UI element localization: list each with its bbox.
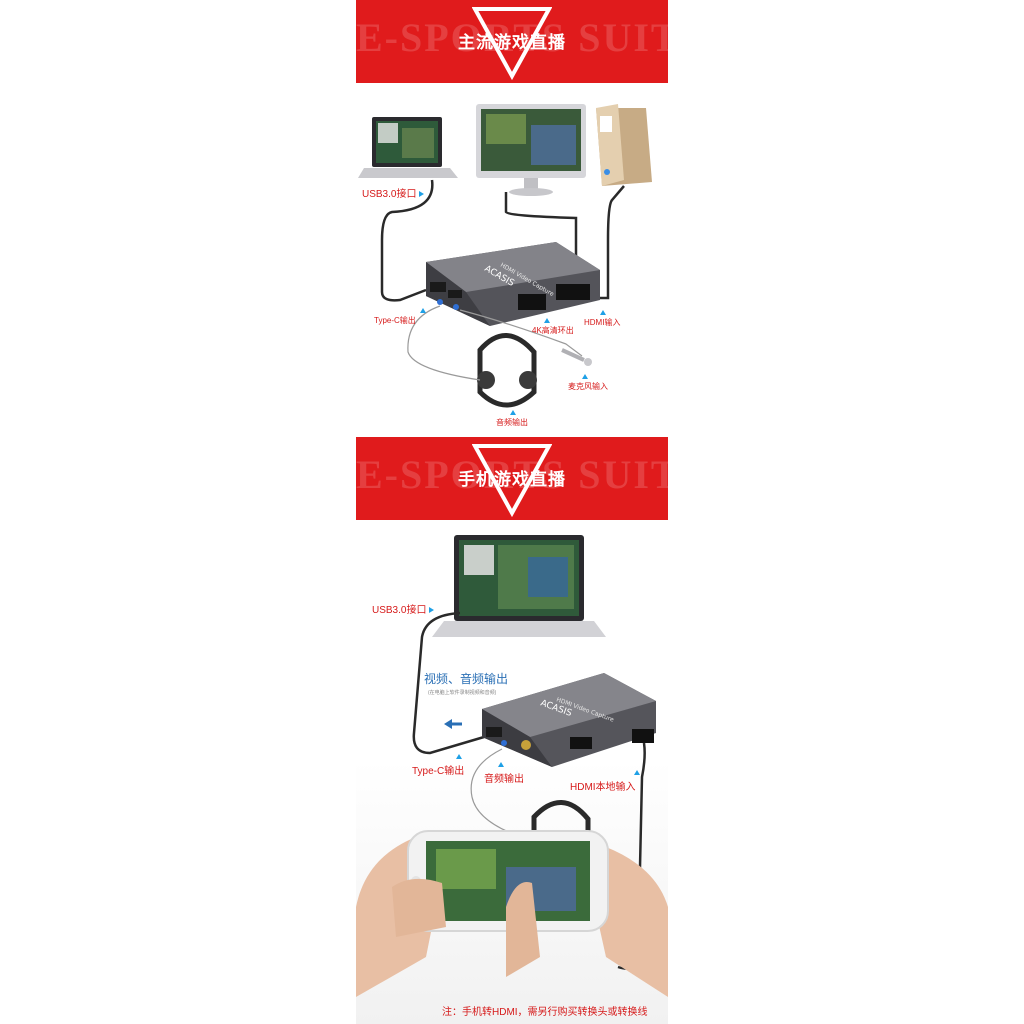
banner-mobile-streaming: E-SPORTS SUITS 手机游戏直播 [356, 437, 668, 520]
pc-setup-illustration: ACASIS HDMI Video Capture [358, 104, 652, 408]
pointer-icon [600, 310, 606, 315]
label-hdmi-local-input: HDMI本地输入 [570, 767, 640, 793]
label-usb3: USB3.0接口 [362, 185, 425, 200]
pointer-icon [498, 762, 504, 767]
banner-triangle-icon [472, 444, 552, 517]
pointer-icon [544, 318, 550, 323]
banner-triangle-icon [472, 7, 552, 80]
pointer-icon [510, 410, 516, 415]
laptop-icon [432, 535, 606, 637]
label-audio-output: 音频输出 [484, 759, 524, 785]
banner-watermark: E-SPORTS SUITS [356, 452, 668, 497]
capture-device: ACASIS HDMI Video Capture [482, 673, 656, 767]
label-4k-loop-out: 4K高清环出 [532, 316, 574, 336]
label-mic-input: 麦克风输入 [568, 372, 608, 392]
banner-title: 手机游戏直播 [458, 470, 566, 489]
headphones-icon [477, 333, 537, 408]
pointer-icon [582, 374, 588, 379]
label-av-output: 视频、音频输出 [424, 672, 509, 686]
banner-watermark: E-SPORTS SUITS [356, 15, 668, 60]
pointer-icon [634, 770, 640, 775]
pointer-icon [419, 191, 425, 198]
label-typec-output: Type-C输出 [374, 306, 426, 326]
monitor-icon [476, 104, 586, 196]
panel-pc-streaming: E-SPORTS SUITS 主流游戏直播 [356, 0, 668, 430]
panel-mobile-streaming: E-SPORTS SUITS 手机游戏直播 ACASIS HDMI [356, 437, 668, 1024]
usb-cable [412, 611, 485, 755]
pc-tower-icon [596, 104, 652, 186]
footnote: 注：手机转HDMI，需另行购买转换头或转换线 [442, 1007, 648, 1018]
pointer-icon [429, 607, 435, 614]
label-av-output-note: (在电脑上软件录制视频和音频) [428, 690, 497, 696]
pointer-icon [420, 308, 426, 313]
label-audio-output: 音频输出 [496, 408, 528, 428]
banner-title: 主流游戏直播 [458, 33, 566, 52]
capture-device: ACASIS HDMI Video Capture [426, 242, 600, 326]
label-typec-output: Type-C输出 [412, 751, 464, 777]
banner-pc-streaming: E-SPORTS SUITS 主流游戏直播 [356, 0, 668, 83]
label-usb3: USB3.0接口 [372, 601, 435, 616]
mobile-setup-illustration: ACASIS HDMI Video Capture [356, 535, 668, 997]
microphone-icon [459, 309, 592, 366]
pointer-icon [456, 754, 462, 759]
label-hdmi-input: HDMI输入 [584, 308, 620, 328]
phone-in-hands-illustration [356, 830, 668, 997]
arrow-left-icon [444, 719, 462, 729]
cables [380, 179, 625, 302]
laptop-icon [358, 117, 458, 178]
